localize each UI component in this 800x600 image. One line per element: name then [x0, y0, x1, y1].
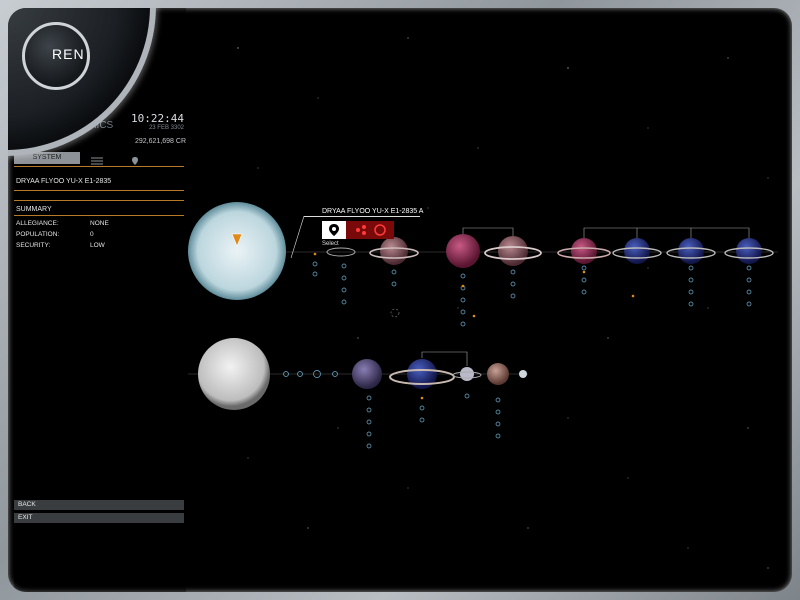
exit-button[interactable]: EXIT — [14, 513, 184, 523]
ship-marker-icon — [231, 233, 243, 247]
select-label: Select — [322, 241, 339, 247]
popup-underline — [304, 216, 420, 217]
planet-rose-2 — [498, 236, 528, 266]
population-row: POPULATION: 0 — [16, 231, 94, 238]
planet-blue-ringed — [407, 359, 437, 389]
planet-pink-1 — [446, 234, 480, 268]
map-pin-icon[interactable] — [130, 153, 140, 165]
planet-grey-small — [460, 367, 474, 381]
logo-icon — [22, 22, 90, 90]
planet-pink-2 — [571, 238, 597, 264]
route-icon — [356, 224, 386, 236]
tab-system[interactable]: SYSTEM — [14, 152, 80, 164]
planet-purple-1 — [352, 359, 382, 389]
planet-tiny — [519, 370, 527, 378]
clock: 10:22:44 23 FEB 3302 — [128, 112, 184, 131]
galaxy-viewport[interactable]: DRYAA FLYOO YU-X E1-2835 A Select APHICS… — [8, 8, 792, 592]
logo-text: REN — [52, 46, 85, 62]
row-value: 0 — [90, 231, 94, 238]
planet-rose-1 — [380, 237, 408, 265]
popup-title: DRYAA FLYOO YU-X E1-2835 A — [322, 208, 424, 215]
route-actions[interactable] — [346, 221, 394, 239]
row-value: NONE — [90, 220, 109, 227]
row-label: SECURITY: — [16, 242, 51, 249]
row-value: LOW — [90, 242, 105, 249]
summary-title: SUMMARY — [16, 206, 52, 213]
system-map[interactable] — [8, 8, 792, 592]
planet-blue-2 — [678, 238, 704, 264]
divider — [14, 200, 184, 201]
divider — [14, 215, 184, 216]
star-a — [188, 202, 286, 300]
credits-balance: 292,621,698 CR — [135, 138, 186, 145]
system-name: DRYAA FLYOO YU-X E1-2835 — [16, 178, 112, 185]
planet-brown-1 — [487, 363, 509, 385]
divider — [14, 190, 184, 191]
security-row: SECURITY: LOW — [16, 242, 105, 249]
panel-tabs: SYSTEM — [14, 152, 184, 165]
star-b — [198, 338, 270, 410]
row-label: ALLEGIANCE: — [16, 220, 59, 227]
select-button[interactable] — [322, 221, 346, 239]
divider — [14, 166, 184, 167]
allegiance-row: ALLEGIANCE: NONE — [16, 220, 109, 227]
row-label: POPULATION: — [16, 231, 60, 238]
map-pin-icon — [329, 224, 339, 236]
clock-date: 23 FEB 3302 — [148, 125, 184, 131]
clock-time: 10:22:44 — [131, 112, 184, 125]
planet-ringed-small — [326, 247, 356, 257]
planet-blue-1 — [624, 238, 650, 264]
list-icon[interactable] — [90, 153, 104, 165]
back-button[interactable]: BACK — [14, 500, 184, 510]
planet-blue-3 — [736, 238, 762, 264]
